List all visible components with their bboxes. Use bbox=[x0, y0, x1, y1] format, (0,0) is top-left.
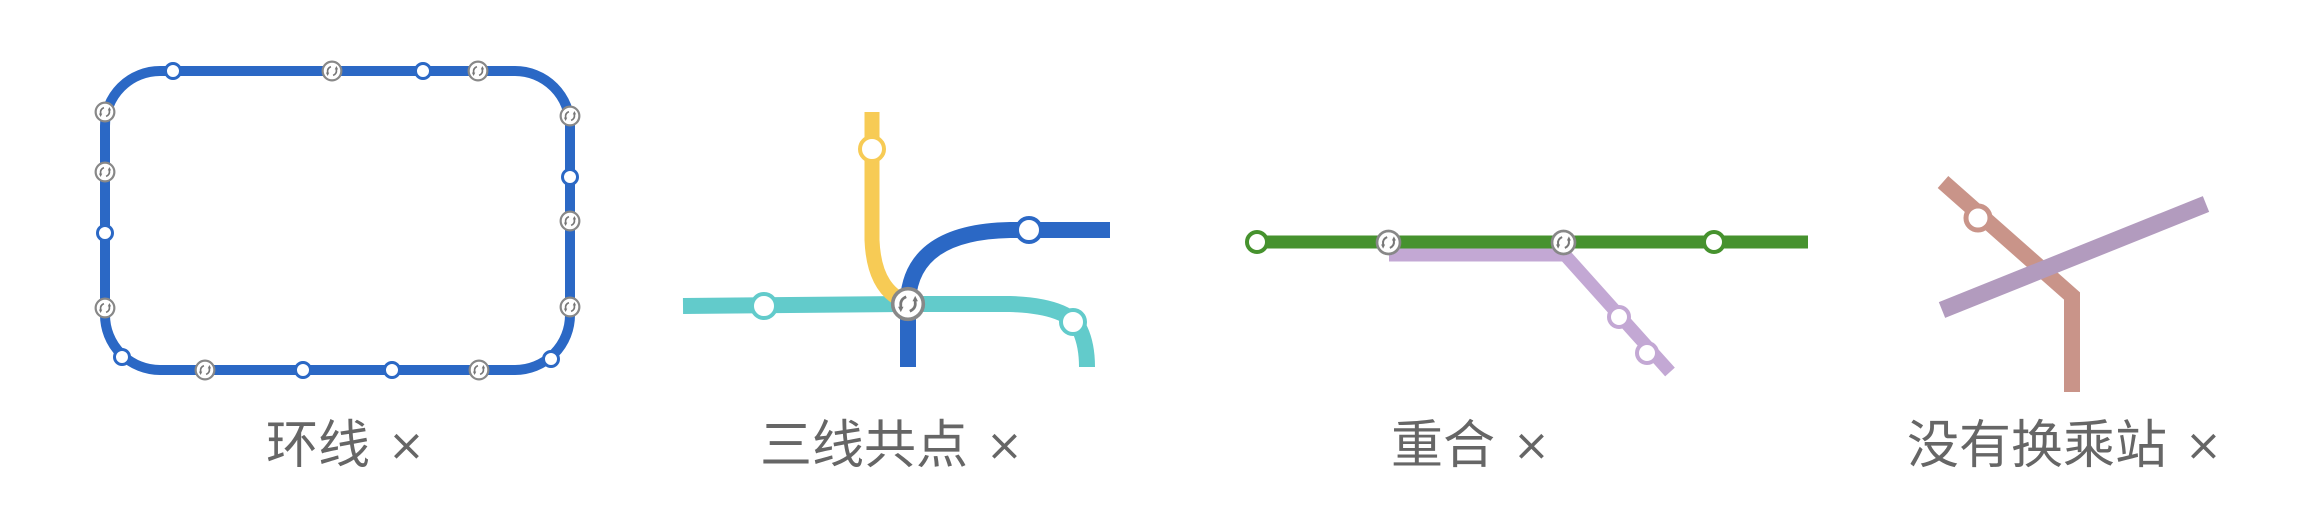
station bbox=[1015, 216, 1043, 244]
three-lines-diagram bbox=[682, 112, 1110, 368]
label-text: 没有换乘站 bbox=[1907, 416, 2168, 476]
ring-line bbox=[100, 66, 575, 375]
station bbox=[383, 361, 401, 379]
station bbox=[1607, 305, 1631, 329]
station bbox=[414, 62, 432, 80]
label-ring: 环线 × bbox=[266, 410, 425, 482]
interchange-icon bbox=[559, 296, 581, 318]
station bbox=[1702, 230, 1726, 254]
label-text: 环线 bbox=[266, 416, 371, 476]
interchange-icon bbox=[559, 105, 581, 127]
station bbox=[294, 361, 312, 379]
interchange-icon bbox=[559, 210, 581, 232]
label-three-lines: 三线共点 × bbox=[760, 410, 1023, 482]
purple-line bbox=[1938, 196, 2210, 318]
interchange-icon bbox=[1550, 229, 1577, 256]
station bbox=[1635, 341, 1659, 365]
station bbox=[1245, 230, 1269, 254]
label-text: 三线共点 bbox=[760, 416, 969, 476]
interchange-icon bbox=[321, 60, 343, 82]
cyan-line bbox=[682, 296, 1095, 368]
station bbox=[1059, 308, 1087, 336]
station bbox=[1963, 203, 1993, 233]
ring-diagram bbox=[94, 60, 581, 381]
interchange-icon bbox=[890, 286, 926, 322]
label-overlap: 重合 × bbox=[1391, 410, 1550, 482]
interchange-icon bbox=[94, 297, 116, 319]
overlap-diagram bbox=[1245, 229, 1808, 377]
station bbox=[164, 62, 182, 80]
station bbox=[561, 168, 579, 186]
interchange-icon bbox=[94, 161, 116, 183]
station bbox=[858, 135, 886, 163]
close-icon[interactable]: × bbox=[388, 420, 425, 471]
interchange-icon bbox=[1375, 229, 1402, 256]
ring-stations bbox=[96, 62, 579, 379]
station bbox=[96, 224, 114, 242]
close-icon[interactable]: × bbox=[2185, 420, 2222, 471]
interchange-icon bbox=[467, 60, 489, 82]
station bbox=[542, 350, 560, 368]
no-interchange-diagram bbox=[1937, 176, 2210, 392]
interchange-icon bbox=[468, 359, 490, 381]
close-icon[interactable]: × bbox=[986, 420, 1023, 471]
station bbox=[113, 348, 131, 366]
interchange-icon bbox=[194, 359, 216, 381]
label-no-interchange: 没有换乘站 × bbox=[1907, 410, 2222, 482]
label-text: 重合 bbox=[1391, 416, 1496, 476]
close-icon[interactable]: × bbox=[1513, 420, 1550, 471]
station bbox=[750, 292, 778, 320]
interchange-icon bbox=[94, 101, 116, 123]
